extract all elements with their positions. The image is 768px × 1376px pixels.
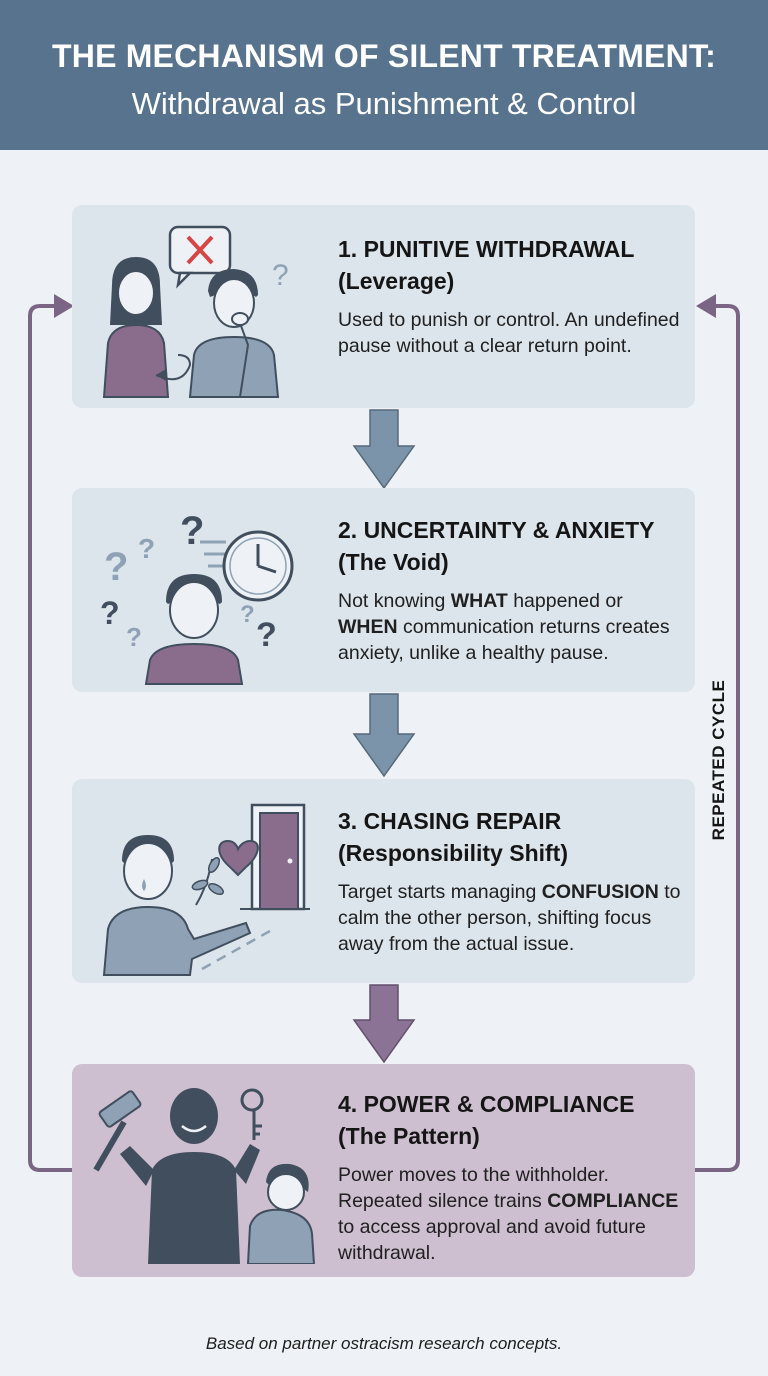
question-mark-icon: ?	[272, 259, 289, 292]
down-arrow-2	[352, 693, 416, 778]
svg-text:?: ?	[138, 533, 155, 564]
body-text: communication returns creates anxiety, u…	[338, 616, 670, 664]
step-3-body: Target starts managing CONFUSION to calm…	[338, 879, 681, 957]
step-card-2: ? ? ? ? ? ? ? 2. UNCERTAINTY & ANXIETY	[72, 488, 695, 692]
step-1-body: Used to punish or control. An undefined …	[338, 307, 681, 359]
gavel-icon	[93, 1090, 142, 1172]
door-icon	[240, 803, 310, 911]
header: THE MECHANISM OF SILENT TREATMENT: Withd…	[0, 0, 768, 150]
leaf-icon	[191, 857, 224, 906]
svg-text:?: ?	[240, 601, 255, 628]
step-2-body: Not knowing WHAT happened or WHEN commun…	[338, 588, 681, 666]
step-1-text: 1. PUNITIVE WITHDRAWAL (Leverage) Used t…	[338, 233, 681, 359]
man-figure	[188, 269, 280, 398]
body-text: Power moves to the withholder. Repeated …	[338, 1164, 609, 1212]
step-1-illustration: ?	[102, 225, 289, 398]
sad-person-figure	[102, 835, 252, 976]
withholder-figure	[120, 1088, 260, 1264]
svg-text:?: ?	[256, 616, 277, 654]
emphasis-text: CONFUSION	[541, 881, 659, 903]
step-4-illustration	[93, 1088, 316, 1264]
body-text: Used to punish or control. An undefined …	[338, 309, 680, 357]
step-card-4: 4. POWER & COMPLIANCE (The Pattern) Powe…	[72, 1064, 695, 1277]
svg-text:?: ?	[272, 259, 289, 292]
step-4-text: 4. POWER & COMPLIANCE (The Pattern) Powe…	[338, 1088, 681, 1266]
step-4-body: Power moves to the withholder. Repeated …	[338, 1162, 681, 1266]
clock-icon	[200, 530, 294, 602]
step-2-text: 2. UNCERTAINTY & ANXIETY (The Void) Not …	[338, 514, 681, 666]
page-title: THE MECHANISM OF SILENT TREATMENT:	[52, 38, 716, 74]
cycle-line-right	[695, 304, 740, 1172]
footer-note: Based on partner ostracism research conc…	[205, 1334, 563, 1353]
step-2-title: 2. UNCERTAINTY & ANXIETY (The Void)	[338, 517, 655, 575]
emphasis-text: WHAT	[450, 590, 508, 612]
svg-text:?: ?	[180, 509, 204, 553]
anxious-person-figure	[144, 574, 244, 685]
cycle-arrowhead-left	[54, 294, 74, 318]
heart-icon	[218, 839, 259, 877]
step-card-3: 3. CHASING REPAIR (Responsibility Shift)…	[72, 779, 695, 983]
compliant-person-figure	[246, 1163, 316, 1264]
key-icon	[240, 1088, 264, 1140]
svg-text:?: ?	[100, 595, 120, 631]
step-4-title: 4. POWER & COMPLIANCE (The Pattern)	[338, 1091, 635, 1149]
step-1-title: 1. PUNITIVE WITHDRAWAL (Leverage)	[338, 236, 635, 294]
body-text: happened or	[507, 590, 623, 612]
svg-text:?: ?	[126, 622, 142, 652]
body-text: to access approval and avoid future with…	[338, 1216, 646, 1264]
down-arrow-1	[352, 409, 416, 490]
step-3-text: 3. CHASING REPAIR (Responsibility Shift)…	[338, 805, 681, 957]
svg-text:?: ?	[104, 545, 128, 589]
step-3-illustration	[102, 803, 310, 976]
emphasis-text: COMPLIANCE	[547, 1190, 679, 1212]
body-text: Target starts managing	[338, 881, 542, 903]
question-mark-icon: ? ? ? ? ? ? ?	[100, 509, 277, 654]
body-text: Not knowing	[338, 590, 451, 612]
woman-figure	[102, 257, 170, 398]
down-arrow-3	[352, 984, 416, 1064]
body-text: to calm the other person, shifting focus…	[338, 881, 681, 955]
step-3-title: 3. CHASING REPAIR (Responsibility Shift)	[338, 808, 568, 866]
cycle-arrowhead-right	[696, 294, 716, 318]
cross-mark-icon	[168, 225, 232, 289]
page-subtitle: Withdrawal as Punishment & Control	[131, 86, 637, 121]
cycle-label-text: REPEATED CYCLE	[709, 679, 728, 841]
emphasis-text: WHEN	[338, 616, 398, 638]
step-card-1: ? 1. PUNITIVE WITHDRAWAL (Leverage) Used…	[72, 205, 695, 408]
step-2-illustration: ? ? ? ? ? ? ?	[100, 509, 294, 685]
cycle-line-left	[28, 304, 72, 1172]
